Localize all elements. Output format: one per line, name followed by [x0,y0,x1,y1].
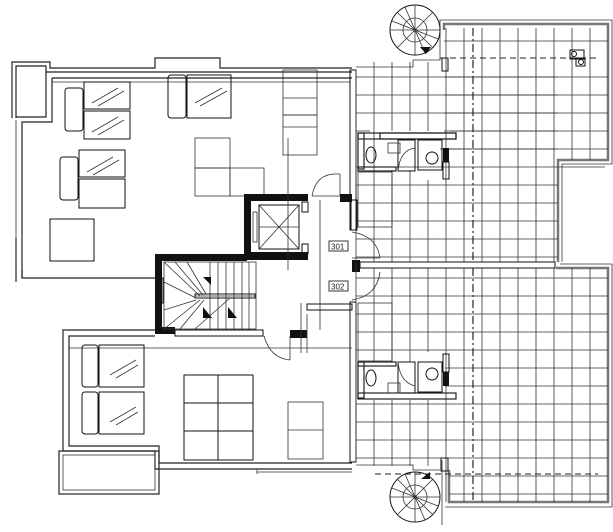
bathroom-302 [357,302,457,400]
apartment-302-interior [58,329,352,495]
furniture-blocks-302 [183,374,324,461]
door-301 [287,138,352,330]
spiral-staircase-top [389,4,449,72]
terrace-302-tile-grid [356,268,608,502]
terrace-301-tile-grid [356,28,608,262]
unit-label-301: 301 [328,240,349,252]
spiral-staircase-bottom [389,457,449,525]
unit-label-302: 302 [328,280,349,292]
apartment-301-interior [11,57,352,282]
staircase [155,254,264,337]
sun-lounger-group-bottom-left [81,344,145,435]
bathroom-301 [350,132,457,231]
elevator-shaft [244,194,309,260]
terrace-302 [356,263,613,508]
drain-fixture-icon [569,49,586,67]
unit-label-301-text: 301 [331,243,345,252]
terrace-301 [356,19,613,262]
unit-label-302-text: 302 [331,283,345,292]
sun-lounger-group-top-left [49,74,232,262]
furniture-blocks-301 [194,69,318,197]
